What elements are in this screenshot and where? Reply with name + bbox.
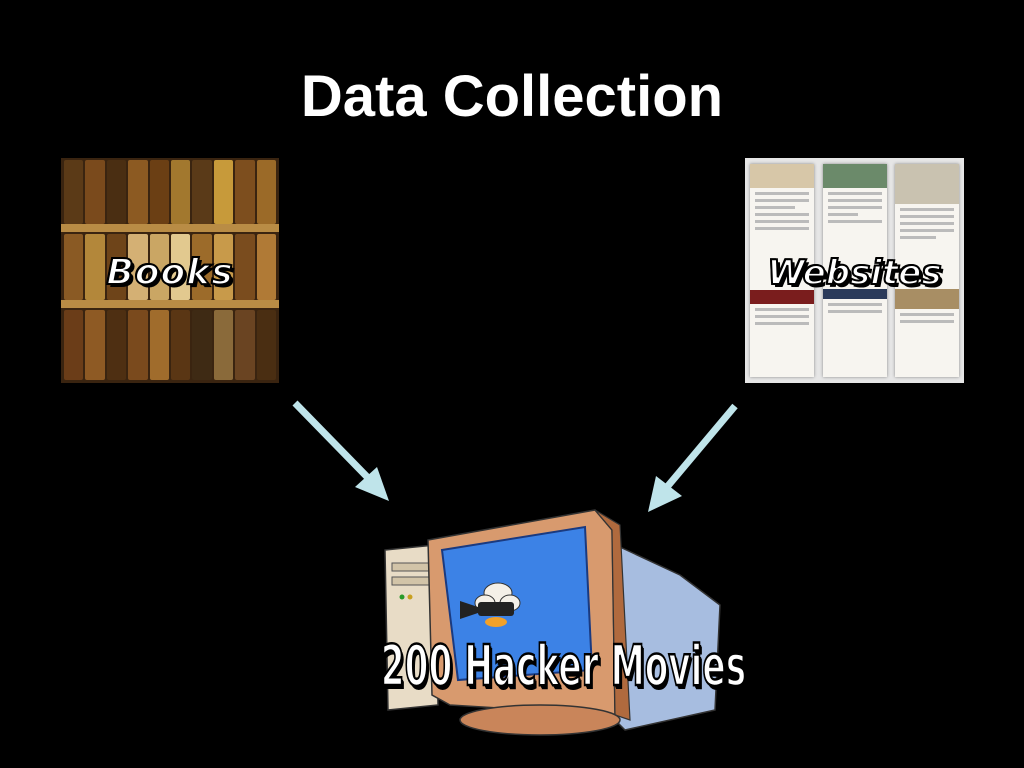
- slide-title: Data Collection: [300, 64, 724, 129]
- websites-label: Websites: [766, 252, 942, 294]
- website-page-1: [750, 164, 814, 377]
- computer-with-camera-icon: [384, 509, 721, 736]
- right-arrow-icon: [648, 403, 738, 512]
- shelf-row-middle: [61, 234, 279, 300]
- website-page-3: [895, 164, 959, 377]
- website-page-2: [823, 164, 887, 377]
- shelf-row-bottom: [61, 310, 279, 380]
- hacker-movies-label: 200 Hacker Movies: [380, 632, 747, 700]
- left-arrow-icon: [292, 400, 389, 501]
- books-image: Books: [61, 158, 279, 383]
- websites-image: Websites: [745, 158, 964, 383]
- shelf-row-top: [61, 160, 279, 224]
- books-label: Books: [105, 252, 234, 294]
